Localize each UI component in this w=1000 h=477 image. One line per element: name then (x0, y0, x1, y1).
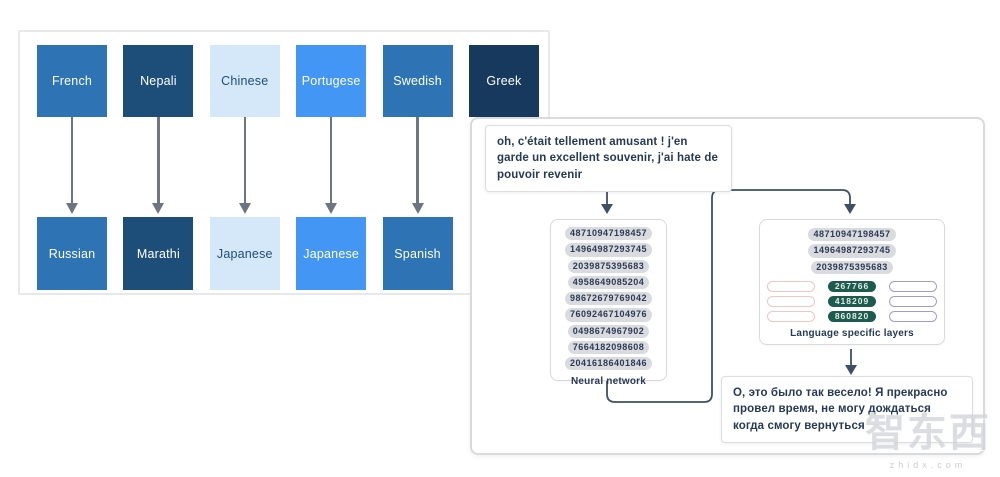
pair-column-greek: Greek (468, 45, 539, 293)
pair-column-nepali-marathi: Nepali Marathi (123, 45, 194, 293)
embedding-chip: 48710947198457 (564, 227, 653, 241)
language-pairs-panel: French Russian Nepali Marathi Chinese Ja… (18, 30, 550, 295)
language-layers-label: Language specific layers (790, 327, 914, 339)
russian-output-bubble: О, это было так весело! Я прекрасно пров… (721, 376, 973, 443)
embedding-chip: 98672679769042 (564, 292, 653, 306)
lang-box-japanese-2: Japanese (296, 217, 367, 290)
embedding-chip: 20416186401846 (564, 357, 653, 371)
pair-column-portugese-japanese: Portugese Japanese (296, 45, 367, 293)
lang-box-greek: Greek (468, 45, 539, 117)
arrow-down-icon (152, 117, 165, 217)
lang-box-french: French (37, 45, 107, 117)
layer-pill-green: 267766 (828, 280, 876, 292)
lang-box-portugese: Portugese (296, 45, 367, 117)
layer-pill-pink (767, 295, 815, 307)
neural-network-box: 48710947198457 14964987293745 2039875395… (550, 219, 667, 387)
french-input-bubble: oh, c'était tellement amusant ! j'en gar… (485, 125, 732, 192)
lang-box-marathi: Marathi (123, 217, 194, 290)
embedding-chip: 2039875395683 (811, 260, 893, 274)
lang-box-russian: Russian (37, 217, 107, 290)
language-layers-box: 48710947198457 14964987293745 2039875395… (759, 219, 945, 345)
translation-flow-panel: oh, c'était tellement amusant ! j'en gar… (470, 117, 985, 455)
layer-pill-purple (889, 280, 937, 292)
layer-pill-green: 860820 (828, 310, 876, 322)
embedding-chip: 14964987293745 (564, 243, 653, 257)
embedding-chip: 48710947198457 (808, 228, 896, 242)
embedding-chip: 76092467104976 (564, 308, 653, 322)
lang-box-swedish: Swedish (382, 45, 453, 117)
neural-network-label: Neural network (570, 376, 647, 388)
lang-box-chinese: Chinese (209, 45, 280, 117)
arrow-down-icon (238, 117, 251, 217)
layer-pill-pink (767, 310, 815, 322)
lang-box-nepali: Nepali (123, 45, 194, 117)
arrow-down-icon (411, 117, 424, 217)
layer-pill-green: 418209 (828, 295, 876, 307)
embedding-chip: 2039875395683 (567, 259, 650, 273)
arrow-down-icon (66, 117, 78, 217)
lang-box-spanish: Spanish (382, 217, 453, 290)
pair-column-french-russian: French Russian (37, 45, 107, 293)
pair-column-swedish-spanish: Swedish Spanish (382, 45, 453, 293)
embedding-chip: 14964987293745 (808, 244, 896, 258)
watermark-url: zhidx.com (889, 460, 967, 470)
layer-pill-pink (767, 280, 815, 292)
embedding-chip: 0498674967902 (567, 324, 650, 338)
embedding-chip: 4958649085204 (567, 275, 650, 289)
arrow-down-icon (325, 117, 338, 217)
lang-box-japanese-1: Japanese (209, 217, 280, 290)
language-layer-pill-grid: 267766 418209 860820 (767, 280, 937, 322)
layer-pill-purple (889, 295, 937, 307)
pair-column-chinese-japanese: Chinese Japanese (209, 45, 280, 293)
layer-pill-purple (889, 310, 937, 322)
embedding-chip: 7664182098608 (567, 340, 650, 354)
